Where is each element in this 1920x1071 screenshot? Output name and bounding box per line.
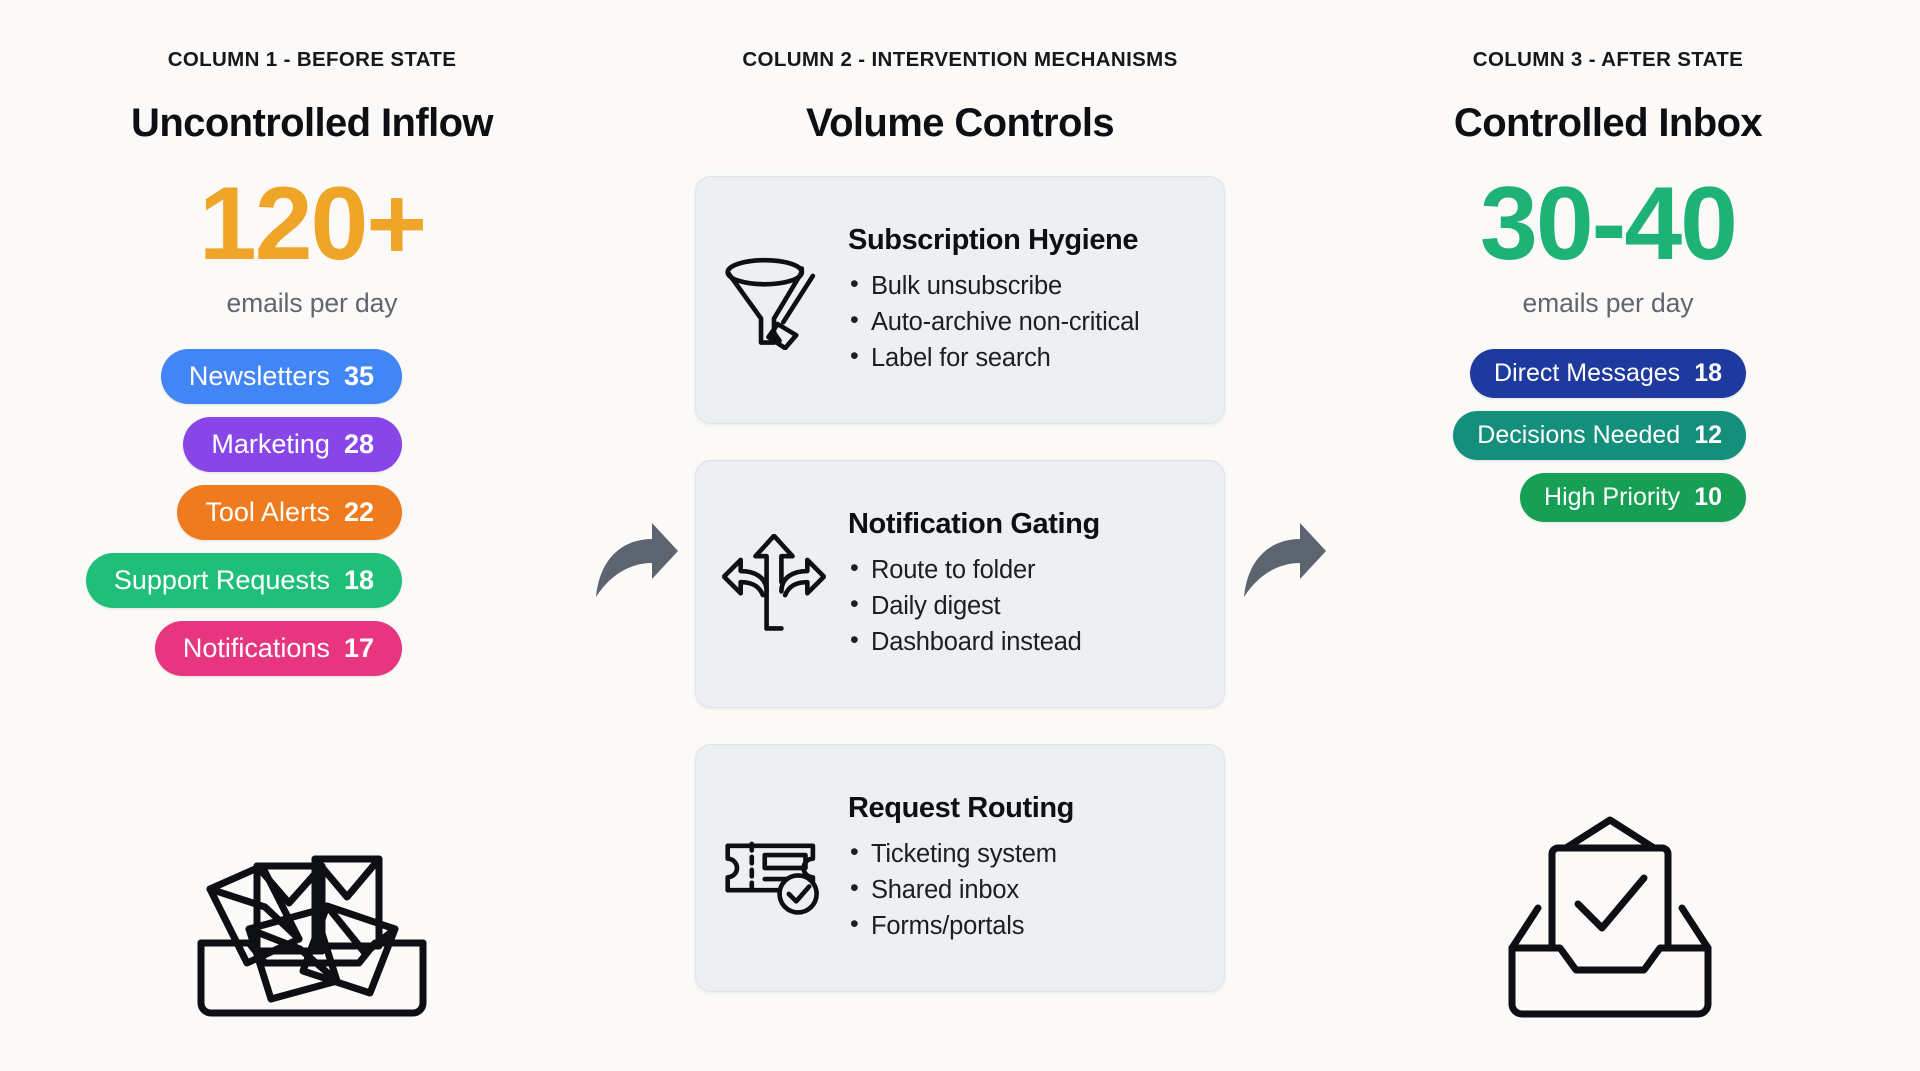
card-title: Subscription Hygiene xyxy=(848,223,1139,256)
column-1-title: Uncontrolled Inflow xyxy=(131,101,494,145)
after-stat-block: 30-40 emails per day xyxy=(1480,166,1738,319)
overflowing-inbox-icon xyxy=(197,855,427,1017)
after-category-badge[interactable]: High Priority 10 xyxy=(1520,473,1746,522)
after-category-badge[interactable]: Direct Messages 18 xyxy=(1470,349,1746,398)
intervention-card[interactable]: Request RoutingTicketing systemShared in… xyxy=(695,744,1225,992)
card-bullet-item: Dashboard instead xyxy=(848,623,1198,660)
badge-value: 18 xyxy=(343,565,374,595)
badge-value: 12 xyxy=(1694,421,1722,449)
before-category-badge[interactable]: Notifications 17 xyxy=(154,621,402,676)
before-category-badge[interactable]: Newsletters 35 xyxy=(160,349,402,404)
badge-label: Direct Messages xyxy=(1494,359,1681,387)
card-bullet-item: Bulk unsubscribe xyxy=(848,267,1198,304)
organized-inbox-check-icon xyxy=(1508,816,1712,1018)
card-title: Notification Gating xyxy=(848,507,1100,540)
intervention-card[interactable]: Subscription HygieneBulk unsubscribeAuto… xyxy=(695,176,1225,424)
ticket-check-icon xyxy=(718,818,830,918)
column-intervention-mechanisms: COLUMN 2 - INTERVENTION MECHANISMS Volum… xyxy=(682,48,1238,1047)
column-2-title: Volume Controls xyxy=(805,101,1115,145)
before-stat-block: 120+ emails per day xyxy=(198,166,427,319)
badge-label: Support Requests xyxy=(113,565,330,595)
card-title: Request Routing xyxy=(848,791,1074,824)
overflowing-inbox-illustration xyxy=(34,811,590,1021)
before-category-badge[interactable]: Marketing 28 xyxy=(183,417,402,472)
funnel-brush-icon xyxy=(718,250,830,350)
curved-arrow-right-icon xyxy=(1244,522,1326,597)
organized-inbox-illustration xyxy=(1330,816,1886,1021)
before-category-badge[interactable]: Tool Alerts 22 xyxy=(177,485,402,540)
after-stat-caption: emails per day xyxy=(1522,288,1694,318)
card-bullet-item: Route to folder xyxy=(848,551,1198,588)
intervention-card-list: Subscription HygieneBulk unsubscribeAuto… xyxy=(682,176,1238,992)
three-way-arrows-icon xyxy=(718,534,830,634)
card-body: Subscription HygieneBulk unsubscribeAuto… xyxy=(848,224,1198,377)
badge-label: Decisions Needed xyxy=(1477,421,1681,449)
curved-arrow-right-icon xyxy=(596,522,678,597)
badge-label: Notifications xyxy=(182,633,330,663)
badge-label: Newsletters xyxy=(188,361,330,391)
card-bullet-list: Route to folderDaily digestDashboard ins… xyxy=(848,551,1198,661)
column-1-kicker: COLUMN 1 - BEFORE STATE xyxy=(167,48,457,71)
badge-value: 18 xyxy=(1694,359,1722,387)
column-3-title: Controlled Inbox xyxy=(1453,101,1763,145)
card-body: Notification GatingRoute to folderDaily … xyxy=(848,508,1198,661)
badge-label: Marketing xyxy=(211,429,330,459)
card-bullet-item: Auto-archive non-critical xyxy=(848,303,1198,340)
card-bullet-item: Daily digest xyxy=(848,587,1198,624)
column-after-state: COLUMN 3 - AFTER STATE Controlled Inbox … xyxy=(1330,48,1886,1047)
intervention-card[interactable]: Notification GatingRoute to folderDaily … xyxy=(695,460,1225,708)
badge-label: High Priority xyxy=(1544,483,1681,511)
before-category-badge[interactable]: Support Requests 18 xyxy=(85,553,402,608)
card-bullet-item: Forms/portals xyxy=(848,907,1198,944)
card-body: Request RoutingTicketing systemShared in… xyxy=(848,792,1198,945)
card-bullet-item: Label for search xyxy=(848,339,1198,376)
connector-arrow-1 xyxy=(590,48,682,1047)
badge-value: 10 xyxy=(1694,483,1722,511)
badge-value: 35 xyxy=(343,361,374,391)
after-stat-number: 30-40 xyxy=(1480,166,1738,282)
column-before-state: COLUMN 1 - BEFORE STATE Uncontrolled Inf… xyxy=(34,48,590,1047)
column-2-kicker: COLUMN 2 - INTERVENTION MECHANISMS xyxy=(742,48,1178,71)
column-3-kicker: COLUMN 3 - AFTER STATE xyxy=(1472,48,1744,71)
connector-arrow-2 xyxy=(1238,48,1330,1047)
card-bullet-list: Ticketing systemShared inboxForms/portal… xyxy=(848,835,1198,945)
badge-value: 28 xyxy=(343,429,374,459)
card-bullet-item: Shared inbox xyxy=(848,871,1198,908)
before-stat-number: 120+ xyxy=(198,166,427,282)
card-bullet-item: Ticketing system xyxy=(848,835,1198,872)
badge-value: 22 xyxy=(343,497,374,527)
badge-label: Tool Alerts xyxy=(205,497,330,527)
before-stat-caption: emails per day xyxy=(226,288,398,318)
card-bullet-list: Bulk unsubscribeAuto-archive non-critica… xyxy=(848,267,1198,377)
badge-value: 17 xyxy=(343,633,374,663)
after-category-badge[interactable]: Decisions Needed 12 xyxy=(1453,411,1746,460)
